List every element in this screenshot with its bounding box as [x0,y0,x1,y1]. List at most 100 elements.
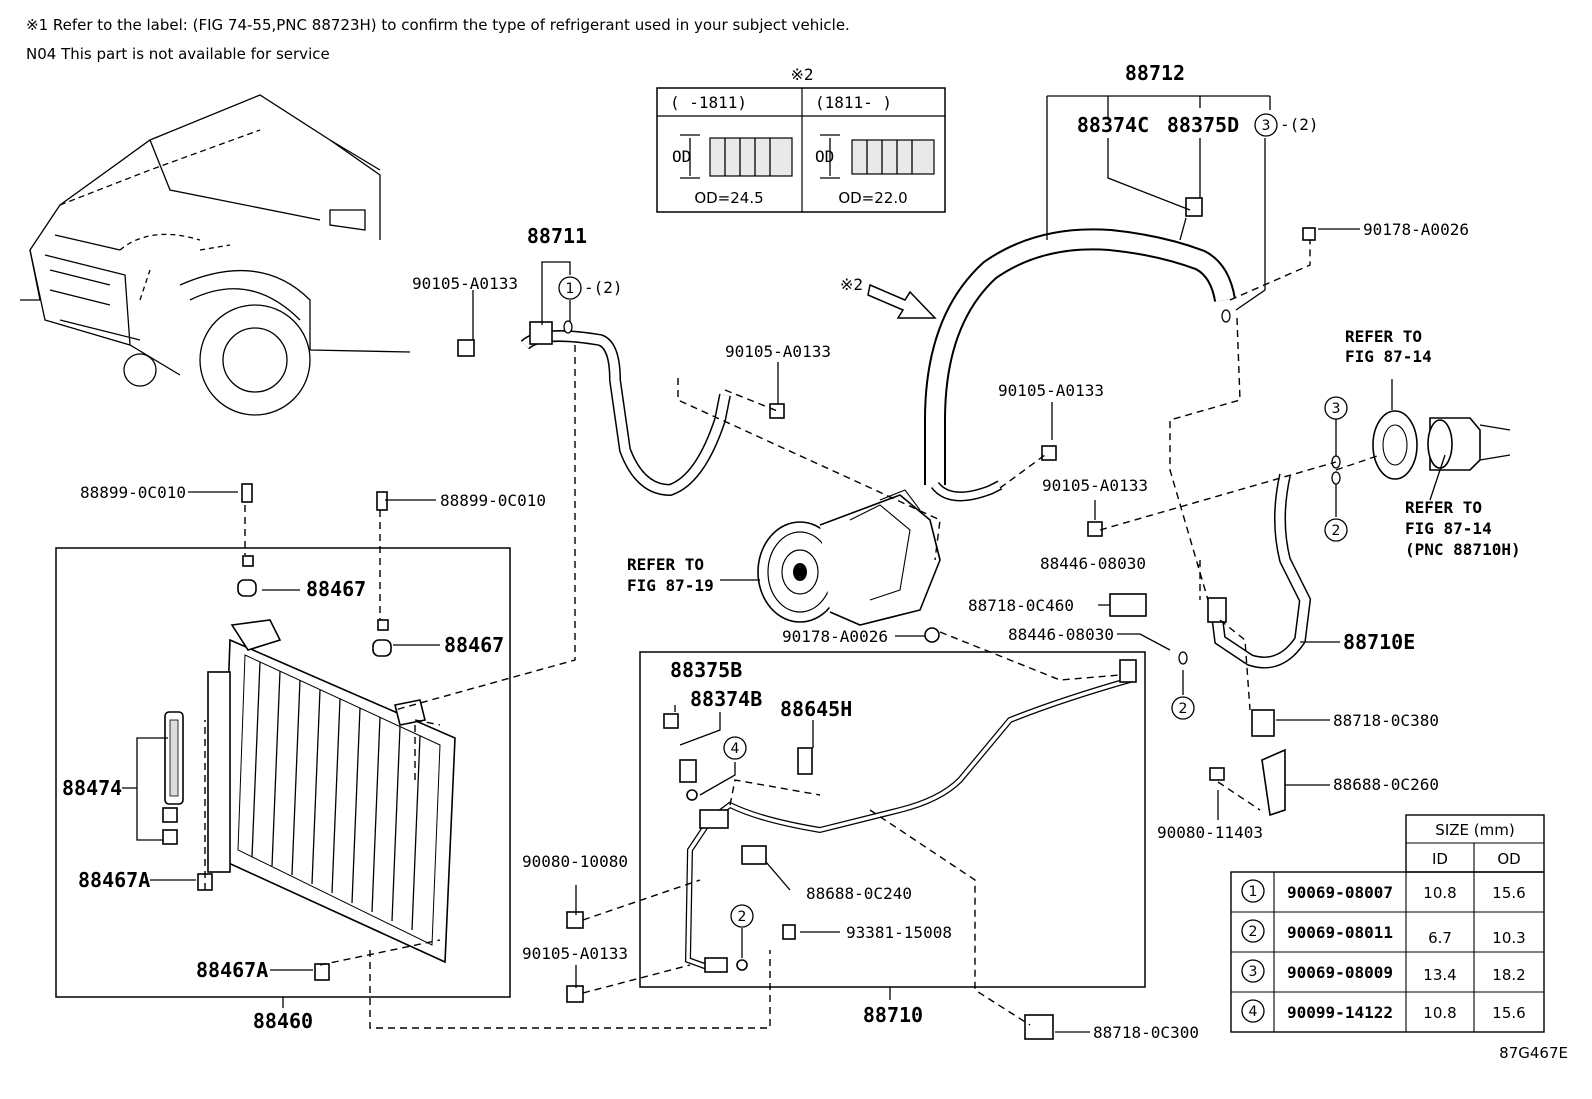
row-2-id: 6.7 [1428,929,1452,947]
hose-88711 [520,321,731,497]
label-88710: 88710 [863,1003,923,1027]
label-90080-10080: 90080-10080 [522,852,628,871]
size-table-col-id: ID [1432,850,1448,868]
size-table-row: 2 90069-08011 6.7 10.3 [1241,919,1526,947]
label-88374B: 88374B [690,687,762,711]
refer-fig-87-19: FIG 87-19 [627,576,714,595]
callout-2-mid-text: 2 [1179,701,1188,717]
solid-leaders [122,95,1446,1033]
hose-arrow: ※2 [840,275,937,319]
circle-callouts: 1 -(2) 3 -(2) 3 2 2 4 2 [558,113,1348,928]
callout-3-right-text: 3 [1332,401,1341,417]
label-90178-mid: 90178-A0026 [782,627,888,646]
pipe-88710 [663,659,1137,973]
fitting-88710h [1372,410,1511,480]
od-right-header: (1811- ) [815,93,892,112]
label-90105-b: 90105-A0133 [725,342,831,361]
callout-circle-2-mid [1171,696,1195,720]
part-labels: 88712 88374C 88375D 88711 90105-A0133 90… [62,61,1469,1042]
label-88688-0C260: 88688-0C260 [1333,775,1439,794]
vehicle-illustration [20,94,411,416]
refer-to-left: REFER TO [627,555,704,574]
o-rings [563,309,1341,665]
label-90105-e: 90105-A0133 [522,944,628,963]
callout-1-qty: -(2) [584,278,623,297]
arrow-marker-label: ※2 [840,275,863,294]
label-88467-b: 88467 [444,633,504,657]
row-4-num: 4 [1249,1004,1258,1020]
label-90080-11403: 90080-11403 [1157,823,1263,842]
row-2-num: 2 [1249,924,1258,940]
od-right-label: OD [815,147,834,166]
label-90178-top: 90178-A0026 [1363,220,1469,239]
label-88467A-a: 88467A [78,868,150,892]
row-2-od: 10.3 [1492,929,1525,947]
size-table-row: 4 90099-14122 10.8 15.6 [1241,999,1526,1023]
label-88899-right: 88899-0C010 [440,491,546,510]
callout-circle-3-top [1254,113,1278,137]
callout-circle-1 [558,276,582,300]
size-table-col-od: OD [1497,850,1520,868]
row-3-part: 90069-08009 [1287,963,1393,982]
label-88467-a: 88467 [306,577,366,601]
refer-labels: REFER TO FIG 87-14 REFER TO FIG 87-14 (P… [627,327,1521,595]
label-88446-b: 88446-08030 [1008,625,1114,644]
refrigerant-note: ※1 Refer to the label: (FIG 74-55,PNC 88… [26,16,850,34]
label-93381-15008: 93381-15008 [846,923,952,942]
label-88375B: 88375B [670,658,742,682]
size-table-title: SIZE (mm) [1435,821,1514,839]
row-1-part: 90069-08007 [1287,883,1393,902]
od-box-marker: ※2 [790,65,813,84]
callout-circle-2-right [1324,518,1348,542]
callout-3-top-text: 3 [1262,118,1271,134]
size-table: SIZE (mm) ID OD 1 90069-08007 10.8 15.6 … [1230,814,1545,1033]
row-4-part: 90099-14122 [1287,1003,1393,1022]
row-3-id: 13.4 [1423,966,1456,984]
refer-fig-87-14-top: FIG 87-14 [1345,347,1432,366]
row-1-od: 15.6 [1492,884,1525,902]
label-88374C: 88374C [1077,113,1149,137]
label-88712: 88712 [1125,61,1185,85]
label-88375D: 88375D [1167,113,1239,137]
row-1-id: 10.8 [1423,884,1456,902]
figure-code: 87G467E [1499,1044,1568,1062]
label-88474: 88474 [62,776,122,800]
row-3-num: 3 [1249,964,1258,980]
row-4-id: 10.8 [1423,1004,1456,1022]
label-88688-0C240: 88688-0C240 [806,884,912,903]
row-3-od: 18.2 [1492,966,1525,984]
od-left-value: OD=24.5 [694,189,763,207]
label-88718-0C380: 88718-0C380 [1333,711,1439,730]
pipe-88710E [1207,473,1312,669]
od-left-label: OD [672,147,691,166]
cushions [162,483,392,981]
size-table-row: 3 90069-08009 13.4 18.2 [1241,959,1526,984]
callout-circle-2-bottom [730,904,754,928]
side-seal-88474 [164,711,184,805]
refer-to-top: REFER TO [1345,327,1422,346]
label-90105-a: 90105-A0133 [412,274,518,293]
label-88710E: 88710E [1343,630,1415,654]
callout-circle-3-right [1324,396,1348,420]
od-size-box: ※2 ( -1811) (1811- ) OD OD OD=24.5 OD=22… [656,65,946,213]
dashed-leaders [204,240,1381,1029]
service-note: N04 This part is not available for servi… [26,45,330,63]
callout-2-bottom-text: 2 [738,909,747,925]
row-1-num: 1 [1249,884,1258,900]
hose-88712 [924,197,1236,502]
label-88460: 88460 [253,1009,313,1033]
row-4-od: 15.6 [1492,1004,1525,1022]
row-2-part: 90069-08011 [1287,923,1393,942]
od-right-value: OD=22.0 [838,189,907,207]
refer-pnc-88710h: (PNC 88710H) [1405,540,1521,559]
callout-4-text: 4 [731,741,740,757]
od-left-header: ( -1811) [670,93,747,112]
label-88899-left: 88899-0C010 [80,483,186,502]
label-88645H: 88645H [780,697,852,721]
pipe-88710-box [639,651,1146,988]
condenser [207,619,456,964]
size-table-row: 1 90069-08007 10.8 15.6 [1241,879,1526,903]
label-88718-0C300: 88718-0C300 [1093,1023,1199,1042]
label-88711: 88711 [527,224,587,248]
